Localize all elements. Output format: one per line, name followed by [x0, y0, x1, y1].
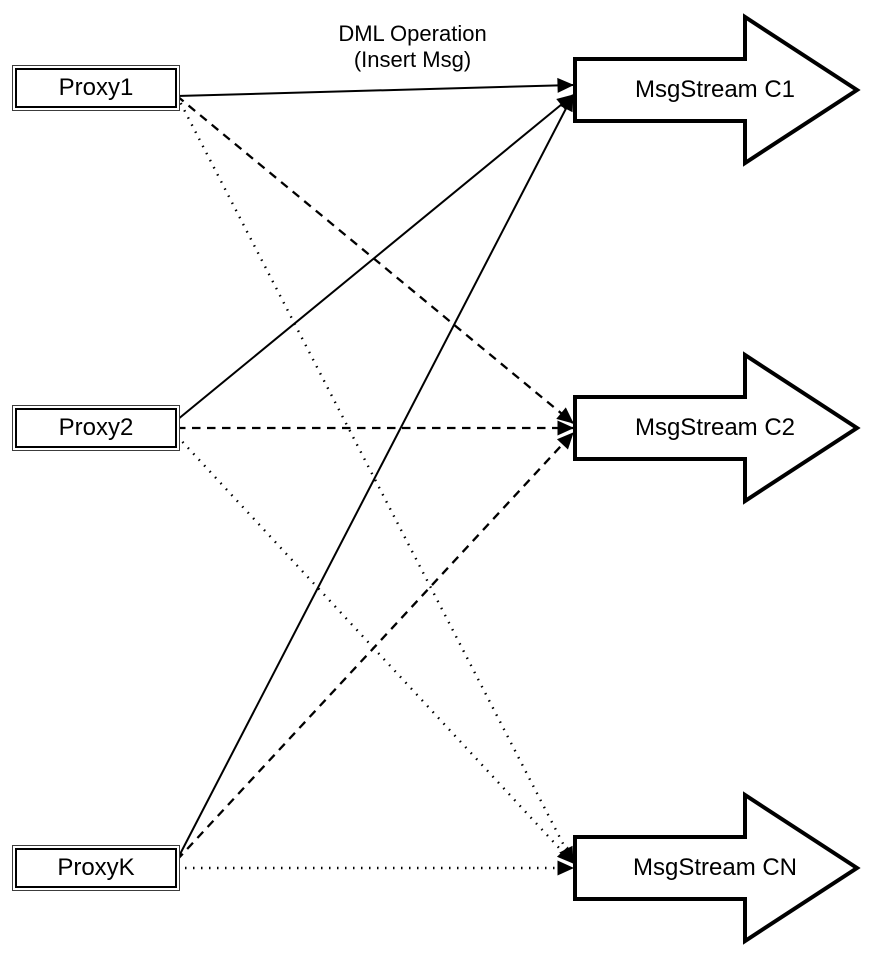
msgstream-c2-label: MsgStream C2: [634, 414, 796, 441]
dml-operation-line2: (Insert Msg): [353, 47, 472, 72]
edge-proxyk-to-c1: [176, 94, 574, 861]
edges-group: [175, 77, 575, 876]
edge-proxy1-to-c2: [176, 95, 574, 424]
dml-operation-label: DML Operation (Insert Msg): [285, 21, 540, 73]
proxyk-node: ProxyK: [15, 848, 177, 888]
msgstream-c2-arrow-shape: [573, 351, 861, 505]
msgstream-c1-arrow-shape: [573, 13, 861, 167]
edge-proxy2-to-c1: [176, 94, 574, 421]
proxy2-node: Proxy2: [15, 408, 177, 448]
proxy1-label: Proxy1: [58, 74, 134, 101]
proxy1-node: Proxy1: [15, 68, 177, 108]
edge-proxyk-to-c2: [176, 432, 574, 861]
proxy2-label: Proxy2: [58, 414, 134, 441]
edge-proxy1-to-c1: [176, 77, 574, 97]
msgstream-c1-label: MsgStream C1: [634, 76, 796, 103]
edge-proxy2-to-cn: [176, 435, 574, 864]
msgstream-cn-arrow-shape: [573, 791, 861, 945]
proxyk-label: ProxyK: [57, 854, 135, 881]
msgstream-cn-label: MsgStream CN: [632, 854, 798, 881]
dml-operation-line1: DML Operation: [338, 21, 487, 46]
stream-arrows-group: [573, 13, 861, 945]
